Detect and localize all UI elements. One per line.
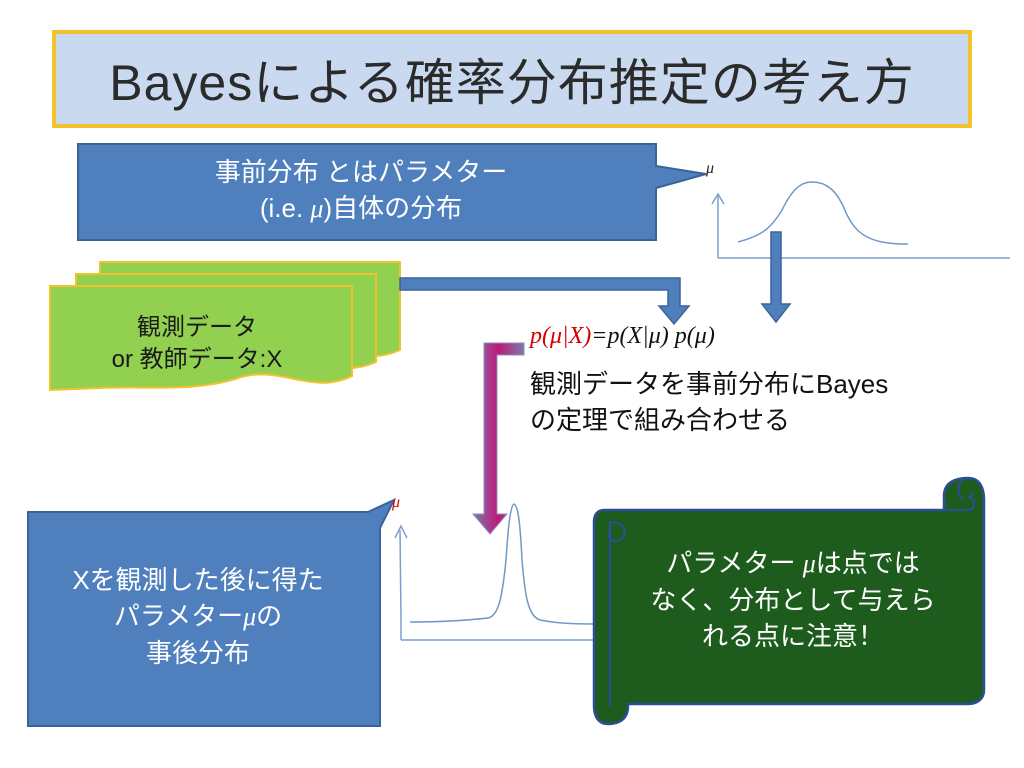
- equation-equals: =: [591, 323, 608, 349]
- note-line3: れる点に注意！: [701, 621, 884, 651]
- posterior-line3: 事後分布: [145, 638, 250, 668]
- posterior-elbow-arrow: [471, 342, 525, 535]
- posterior-graph: [394, 503, 612, 641]
- prior-down-arrow: [760, 231, 792, 324]
- equation-lhs: p(μ|X): [530, 323, 592, 349]
- observed-data-stack: [49, 261, 401, 392]
- posterior-axis-label: μ: [392, 494, 401, 511]
- bayes-equation: p(μ|X)=p(X|μ) p(μ): [530, 323, 715, 350]
- observed-data-text: 観測データ or 教師データ:X: [52, 312, 342, 376]
- equation-desc-line1: 観測データを事前分布にBayes: [530, 369, 889, 399]
- prior-curve: [737, 181, 909, 245]
- prior-graph: [711, 181, 1010, 259]
- note-scroll-text: パラメター μは点では なく、分布として与えら れる点に注意！: [628, 545, 958, 654]
- prior-line1: 事前分布 とはパラメター: [214, 157, 508, 187]
- prior-callout-text: 事前分布 とはパラメター (i.e. μ)自体の分布: [82, 154, 640, 227]
- equation-description: 観測データを事前分布にBayes の定理で組み合わせる: [530, 366, 888, 438]
- page-title: Bayesによる確率分布推定の考え方: [109, 55, 915, 111]
- posterior-callout-shape: [27, 497, 397, 727]
- prior-axis-label: μ: [706, 160, 715, 177]
- observed-line1: 観測データ: [137, 314, 257, 341]
- posterior-line1: Xを観測した後に得た: [72, 565, 324, 595]
- note-scroll: [592, 476, 986, 726]
- title-box: Bayesによる確率分布推定の考え方: [52, 30, 972, 128]
- note-line1: パラメター μは点では: [666, 548, 920, 578]
- posterior-curve: [409, 503, 605, 625]
- prior-callout-shape: [77, 143, 707, 241]
- posterior-line2: パラメターμの: [113, 601, 283, 631]
- equation-rhs: p(X|μ) p(μ): [607, 323, 715, 349]
- data-elbow-arrow: [399, 277, 691, 326]
- equation-desc-line2: の定理で組み合わせる: [530, 405, 791, 435]
- prior-line2: (i.e. μ)自体の分布: [259, 193, 463, 223]
- observed-line2: or 教師データ:X: [111, 346, 283, 373]
- posterior-callout-text: Xを観測した後に得た パラメターμの 事後分布: [28, 562, 368, 671]
- note-line2: なく、分布として与えら: [650, 585, 936, 615]
